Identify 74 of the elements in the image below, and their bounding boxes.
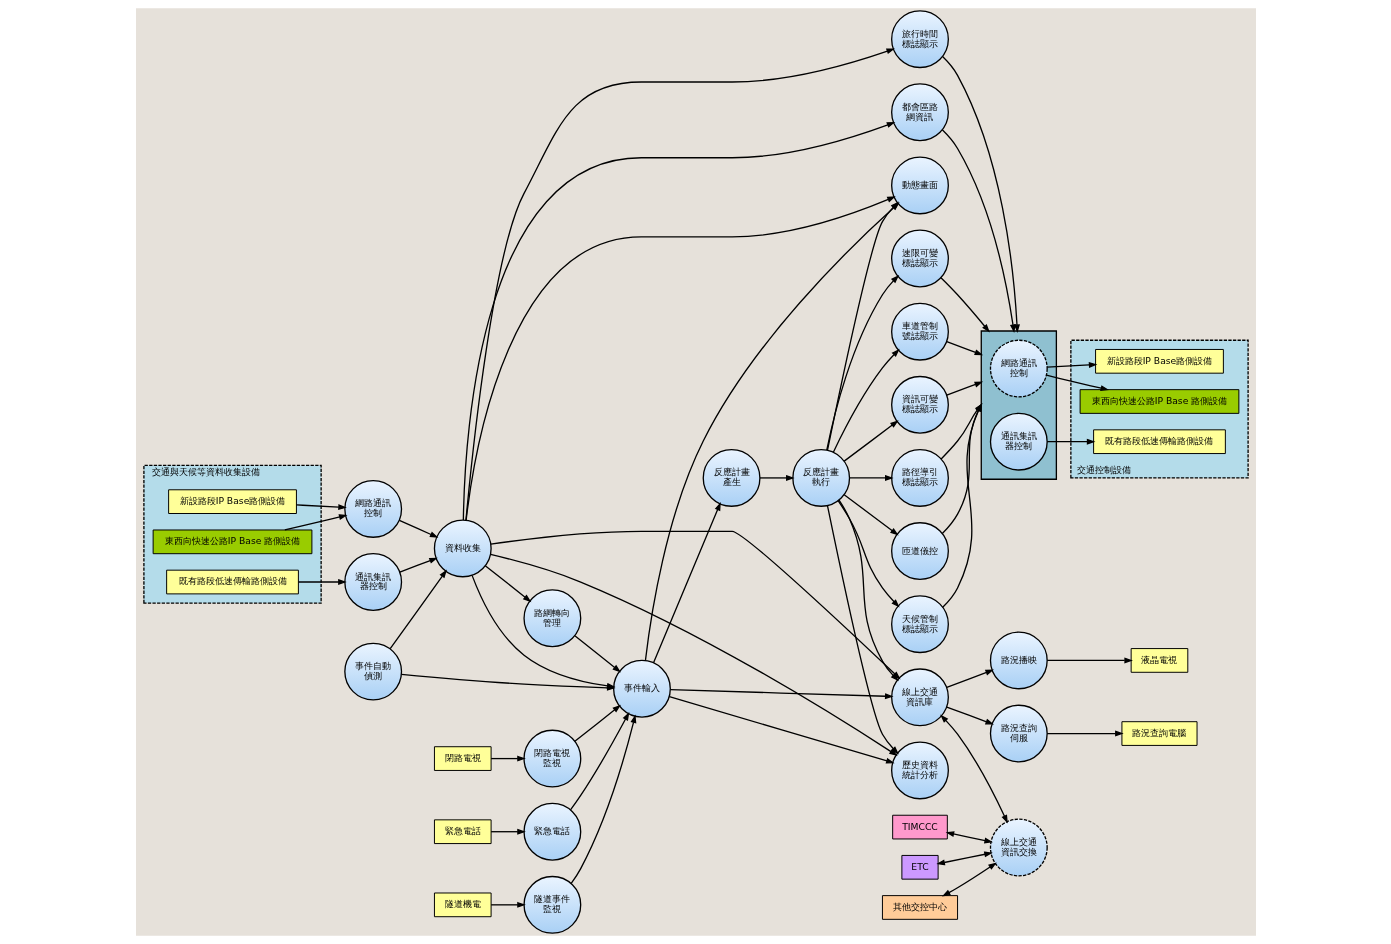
node-box: 液晶電視 [1130,648,1188,673]
node-circle: 路徑導引標誌顯示 [890,448,949,507]
arrow [945,831,993,844]
arrow [945,669,994,689]
arrow [398,557,438,573]
arrow [843,494,899,536]
node-circle: 反應計畫執行 [791,448,850,507]
arrow [832,348,900,453]
cluster [980,330,1057,480]
arrow [1046,657,1133,664]
arrow [939,714,1008,824]
node-box: 隧道機電 [433,892,492,918]
arrow [941,129,1016,333]
arrow [489,828,526,835]
arrow [398,519,438,538]
node-circle: 通訊集訊器控制 [989,412,1048,471]
arrow [945,340,983,356]
node-box: 東西向快速公路IP Base 路側設備 [1079,389,1239,414]
arrow [295,504,347,511]
node-box: 新設路段IP Base路側設備 [167,489,297,514]
node-box: 緊急電話 [433,819,492,845]
arrow [573,635,621,673]
arrow [945,381,983,396]
node-circle: 路況查詢伺服 [989,704,1048,763]
arrow [489,553,898,757]
arrow [825,274,899,451]
arrow [462,122,895,521]
node-circle: 事件自動偵測 [343,642,402,701]
node-box: 閉路電視 [433,746,492,771]
arrow [939,277,990,333]
arrow [848,474,894,481]
node-circle: 緊急電話 [522,802,581,861]
arrow [283,514,348,531]
arrow [489,901,526,908]
arrow [484,565,531,603]
node-box: 東西向快速公路IP Base 路側設備 [152,529,312,555]
node-circle: 隧道事件監視 [522,875,581,934]
arrow [945,706,994,725]
arrow [489,755,526,762]
node-circle: 反應計畫產生 [702,448,761,507]
node-box: 路況查詢電腦 [1120,721,1198,746]
node-circle: 閉路電視監視 [522,729,581,788]
node-box: 其他交控中心 [881,895,958,920]
arrow [464,48,895,521]
arrow [669,688,894,700]
node-box: 既有路段低速傳輸路側設備 [165,569,299,595]
arrow [1045,374,1109,392]
arrow [389,569,447,650]
arrow [464,196,896,521]
node-box: 新設路段IP Base路側設備 [1094,348,1224,374]
arrow [843,420,899,462]
node-box: ETC [900,854,939,880]
arrow [1046,438,1095,445]
node-circle: 路況播映 [989,631,1048,690]
node-circle: 都會區路網資訊 [890,83,949,142]
node-box: 既有路段低速傳輸路側設備 [1092,429,1226,455]
arrow [941,55,1020,333]
node-circle: 網路通訊控制 [989,339,1048,398]
node-circle: 通訊集訊器控制 [343,553,402,611]
arrow [758,474,795,481]
arrow [1046,361,1097,368]
arrow [573,704,621,742]
arrow [941,862,997,897]
node-box: TIMCCC [891,814,948,840]
arrow [836,500,900,608]
arrow [570,714,636,885]
arrow [569,711,629,811]
arrow [668,696,895,764]
arrow [935,851,993,866]
node-circle: 網路通訊控制 [343,479,402,538]
arrow [297,579,347,586]
node-circle: 旅行時間標誌顯示 [890,10,949,69]
arrow [652,502,721,664]
arrow [1046,730,1124,737]
